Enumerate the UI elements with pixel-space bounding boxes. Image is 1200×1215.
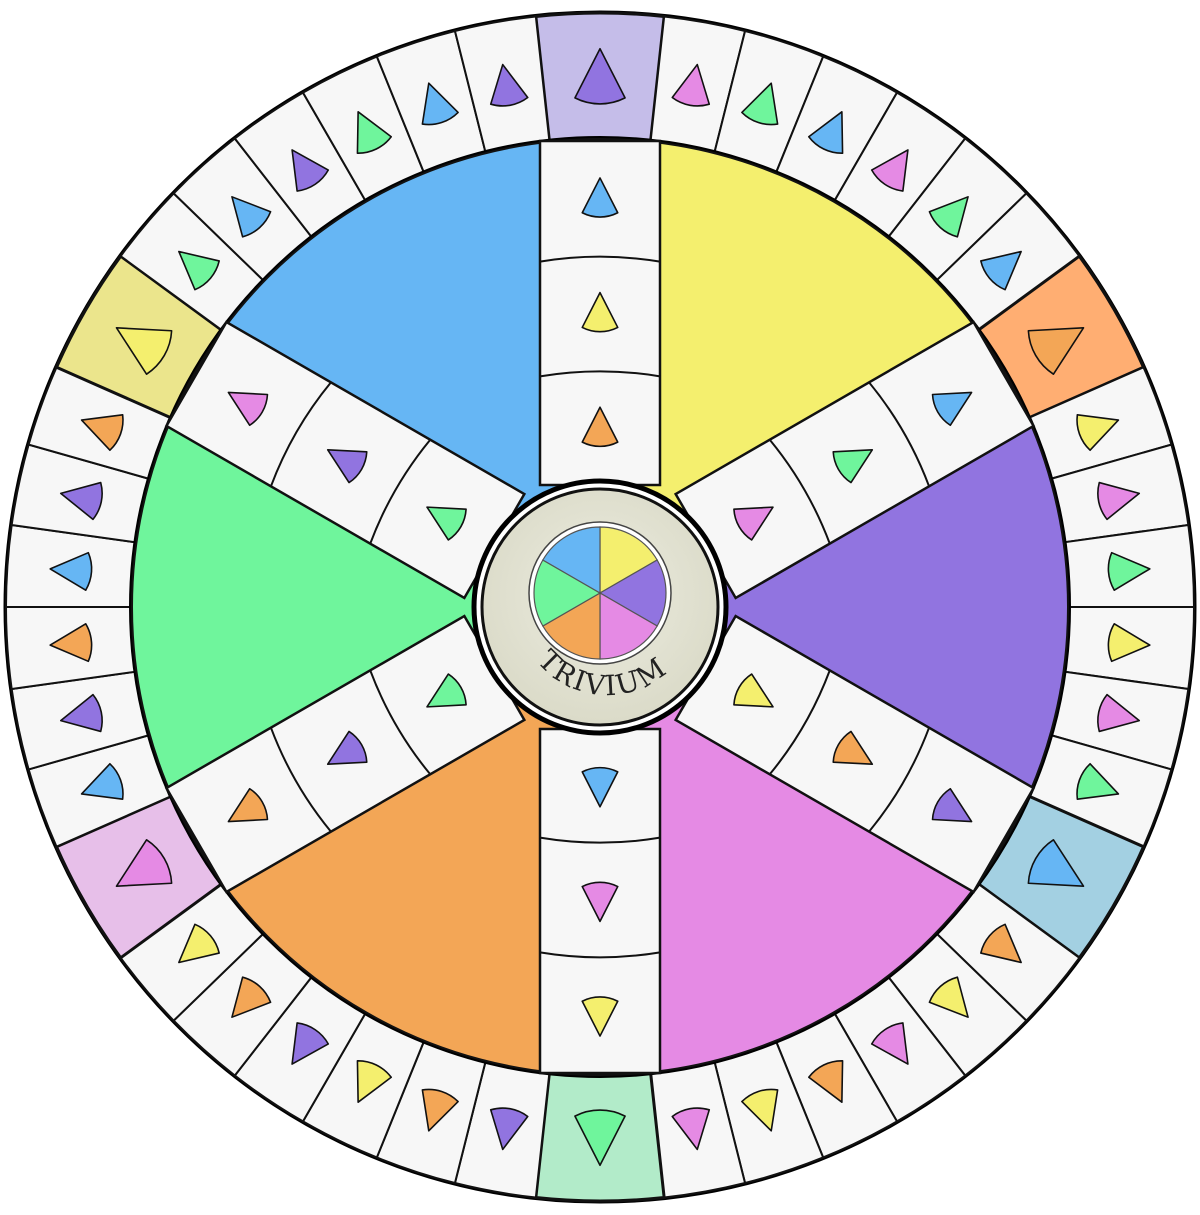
spoke-space[interactable] [418,672,470,722]
hub-pie-slice-orange [542,591,601,660]
spoke-space[interactable] [220,787,272,837]
spoke-token-orange [581,406,619,448]
spoke-space[interactable] [581,177,619,218]
spoke-token-pink [227,391,269,427]
spoke-token-blue [931,391,973,427]
ring-token-green [928,196,969,238]
ring-token-pink [870,1022,909,1065]
spoke-token-pink [733,506,774,541]
ring-token-yellow [356,1059,393,1103]
hub-pie-slice-purple [598,559,667,627]
hq-token-yellow [115,327,173,375]
hub-pie-slice-pink [599,591,658,660]
hq-token-blue [1027,839,1085,887]
spoke-space[interactable] [581,766,619,808]
ring-token-purple [291,1022,330,1065]
ring-token-orange [421,1088,459,1132]
ring-token-yellow [741,1088,779,1132]
ring-token-pink [671,1107,711,1151]
ring-token-yellow [928,976,969,1018]
spoke-token-purple [326,730,368,765]
ring-token-purple [489,63,529,107]
spoke-space[interactable] [929,377,981,427]
ring-token-pink [671,63,711,107]
spoke-space[interactable] [319,729,371,779]
hub-pie-slice-blue [542,526,601,595]
ring-token-green [178,250,220,291]
ring-token-blue [980,250,1022,291]
ring-token-orange [231,976,272,1018]
hq-token-pink [115,839,173,887]
spoke-space[interactable] [929,787,981,837]
ring-token-orange [49,623,93,663]
spoke-space[interactable] [581,996,619,1037]
spoke-token-yellow [733,673,774,708]
ring-token-orange [807,1059,844,1103]
ring-token-green [741,82,779,126]
ring-token-pink [1097,693,1141,733]
spoke-token-green [832,449,874,484]
spoke-token-yellow [581,291,619,333]
spoke-space[interactable] [730,672,782,722]
spoke-token-purple [931,787,973,823]
spoke-token-green [426,673,467,708]
ring-token-purple [291,149,330,192]
spoke-space[interactable] [220,377,272,427]
spoke-space[interactable] [830,729,882,779]
ring-token-purple [59,693,103,733]
spoke-token-blue [581,766,619,808]
spoke [164,320,527,600]
hq-token-orange [1027,327,1085,375]
spoke-space[interactable] [581,291,619,333]
spoke-token-green [426,506,467,541]
spoke-token-purple [326,449,368,484]
spoke-token-yellow [581,996,619,1037]
spoke-space[interactable] [581,881,619,923]
spoke-space[interactable] [319,434,371,484]
spoke-space[interactable] [581,406,619,448]
spoke [538,139,662,487]
spoke [673,614,1036,894]
ring-token-green [1076,762,1120,800]
ring-token-blue [80,762,124,800]
spoke-token-orange [227,787,269,823]
ring-token-green [1107,551,1151,591]
spoke-token-blue [581,177,619,218]
spoke [164,614,527,894]
ring-token-purple [489,1107,529,1151]
ring-token-green [356,111,393,155]
spoke-space[interactable] [830,434,882,484]
spoke-space[interactable] [730,492,782,542]
hub-pie-slice-green [533,559,602,627]
ring-token-yellow [178,923,220,964]
hq-token-purple [574,47,626,105]
ring-token-blue [49,551,93,591]
ring-token-pink [870,149,909,192]
ring-token-yellow [1076,414,1120,452]
ring-token-pink [1097,481,1141,521]
spoke-token-orange [832,730,874,765]
ring-token-blue [421,82,459,126]
spoke-space[interactable] [418,492,470,542]
ring-token-blue [231,196,272,238]
spoke-token-pink [581,881,619,923]
spoke [538,727,662,1075]
ring-token-orange [80,414,124,452]
hq-token-green [574,1109,626,1167]
ring-token-yellow [1107,623,1151,663]
ring-token-purple [59,481,103,521]
ring-token-blue [807,111,844,155]
hub-pie-slice-yellow [599,526,658,595]
ring-token-orange [980,923,1022,964]
